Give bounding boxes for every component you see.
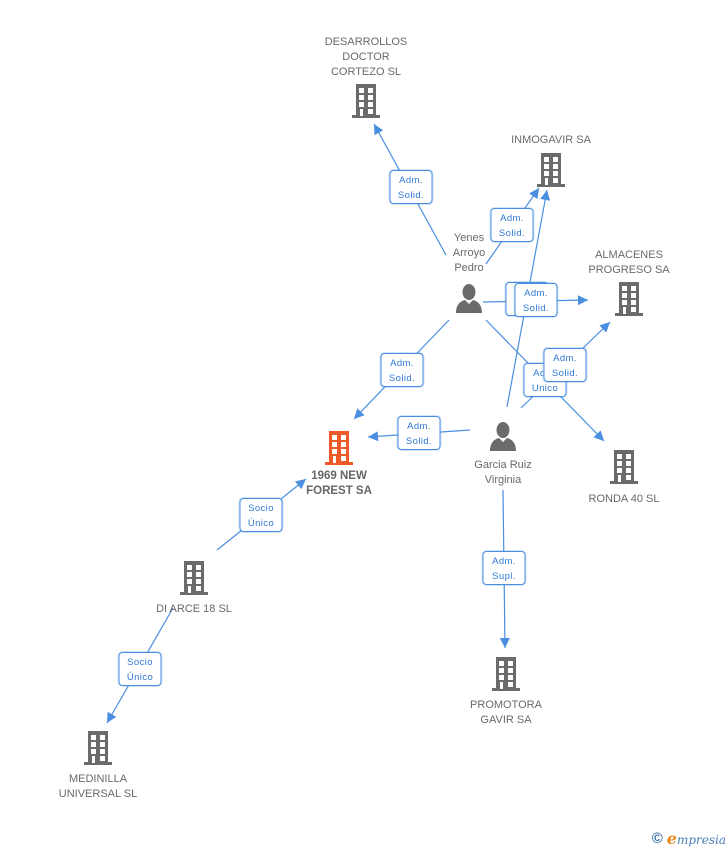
person-icon[interactable] — [456, 284, 482, 313]
arrowhead-icon — [593, 430, 604, 441]
node-label-ronda[interactable]: RONDA 40 SL — [588, 493, 660, 505]
edge-label[interactable]: Adm. Solid. — [514, 283, 558, 317]
arrowhead-icon — [499, 637, 510, 648]
node-label-main[interactable]: 1969 NEW FOREST SA — [306, 470, 372, 497]
building-icon[interactable] — [325, 431, 353, 465]
arrowhead-icon — [368, 431, 379, 442]
edge-label[interactable]: Adm. Solid. — [389, 170, 433, 204]
edge-label[interactable]: Adm. Solid. — [397, 416, 441, 450]
building-icon[interactable] — [492, 657, 520, 691]
arrowhead-icon — [540, 190, 551, 201]
arrowhead-icon — [354, 408, 365, 419]
node-label-desarrollos[interactable]: DESARROLLOS DOCTOR CORTEZO SL — [324, 36, 408, 78]
arrowhead-icon — [577, 295, 588, 306]
empresia-logo[interactable]: empresia — [666, 828, 726, 848]
arrowhead-icon — [295, 479, 306, 490]
building-icon[interactable] — [84, 731, 112, 765]
edge-label[interactable]: Adm. Solid. — [380, 353, 424, 387]
copyright-icon: © — [651, 829, 663, 847]
edge-label[interactable]: Socio Único — [118, 652, 162, 686]
node-label-garcia[interactable]: Garcia Ruiz Virginia — [474, 459, 532, 486]
footer-brand: © empresia — [652, 828, 728, 848]
edge-label[interactable]: Socio Único — [239, 498, 283, 532]
edge-label[interactable]: Adm. Supl. — [482, 551, 526, 585]
arrowhead-icon — [374, 124, 384, 136]
building-icon[interactable] — [352, 84, 380, 118]
node-label-diarce[interactable]: DI ARCE 18 SL — [156, 603, 232, 615]
edge-label[interactable]: Adm. Solid. — [490, 208, 534, 242]
arrowhead-icon — [529, 188, 539, 200]
node-label-yenes[interactable]: Yenes Arroyo Pedro — [452, 232, 486, 274]
edge-label[interactable]: Adm. Solid. — [543, 348, 587, 382]
building-icon[interactable] — [537, 153, 565, 187]
arrowhead-icon — [107, 711, 117, 723]
person-icon[interactable] — [490, 422, 516, 451]
arrowhead-icon — [599, 322, 610, 333]
node-label-medinilla[interactable]: MEDINILLA UNIVERSAL SL — [58, 773, 138, 800]
building-icon[interactable] — [610, 450, 638, 484]
node-label-promotora[interactable]: PROMOTORA GAVIR SA — [470, 699, 542, 726]
node-label-almacenes[interactable]: ALMACENES PROGRESO SA — [588, 249, 670, 276]
building-icon[interactable] — [180, 561, 208, 595]
building-icon[interactable] — [615, 282, 643, 316]
node-label-inmogavir[interactable]: INMOGAVIR SA — [511, 134, 591, 146]
